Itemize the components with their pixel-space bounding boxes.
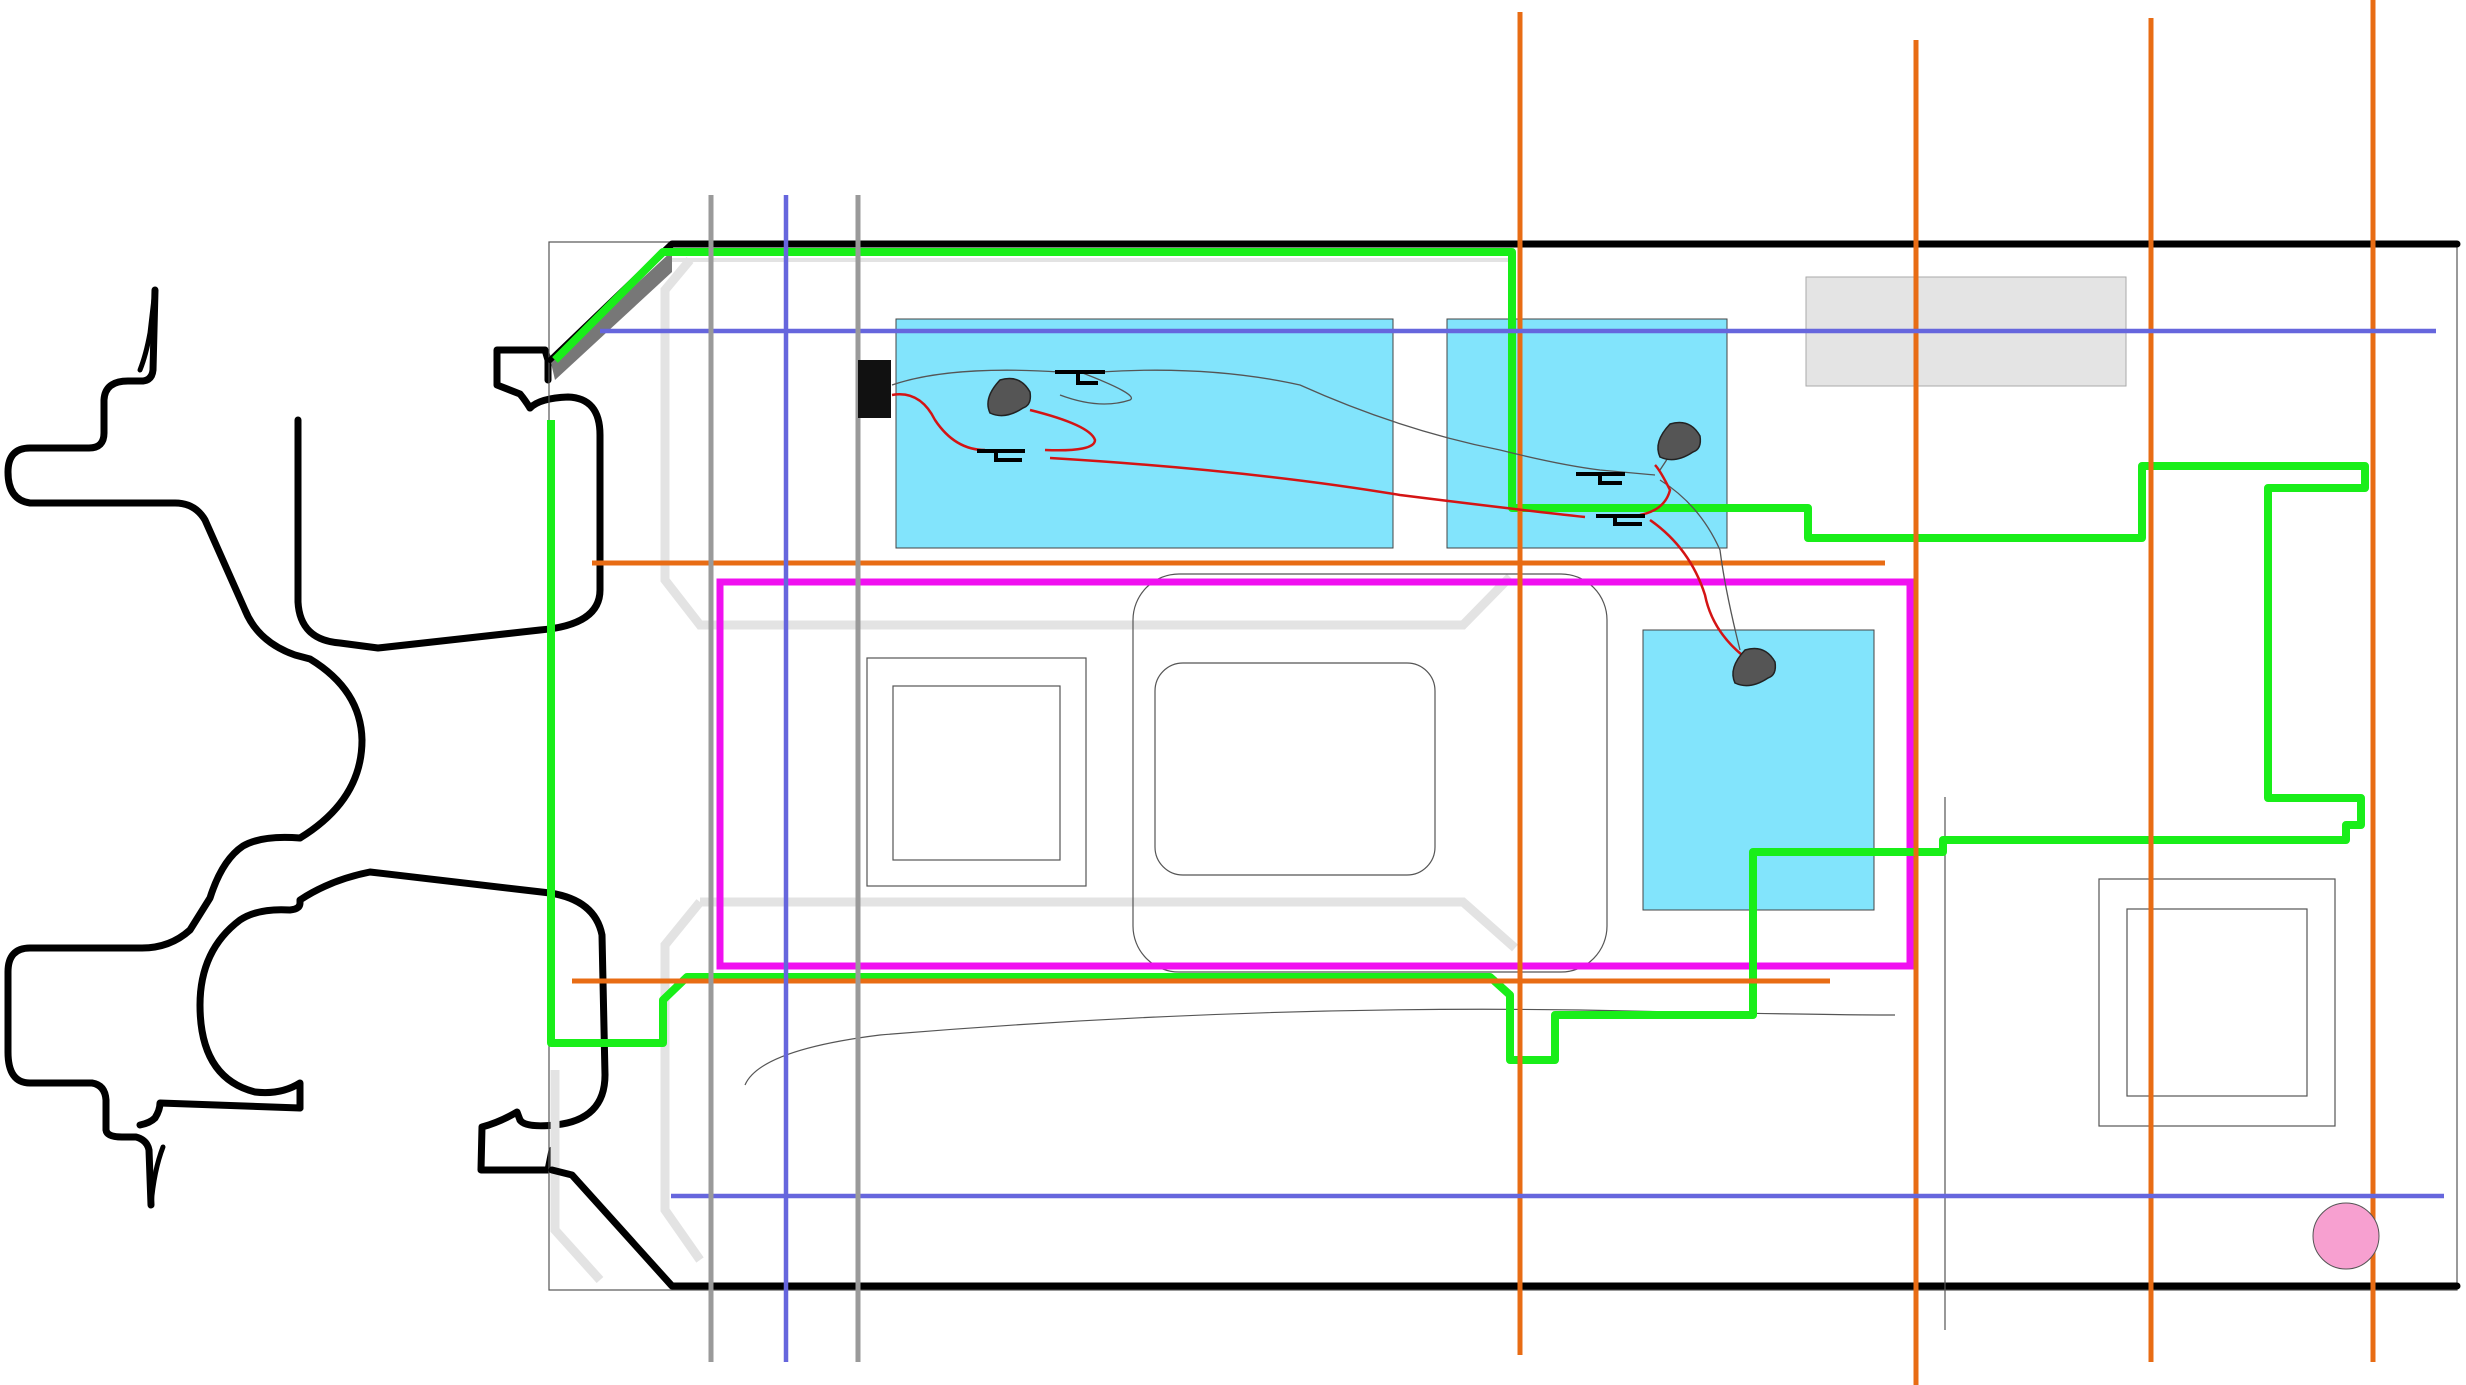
left-outline <box>4 286 609 1209</box>
right-square-outer <box>2098 878 2336 1127</box>
control-module-icon <box>858 360 891 418</box>
upper-wing-outline <box>4 286 366 842</box>
orange-lines <box>572 0 2376 1385</box>
inner-panels <box>744 573 2336 1330</box>
gray-wire <box>891 369 1741 651</box>
red-wire <box>891 393 1743 656</box>
lower-hook <box>477 1108 556 1174</box>
lower-sweep-line <box>744 1008 1896 1086</box>
sensor-pad-icon <box>987 377 1777 687</box>
upper-hook <box>493 346 552 412</box>
left-square-inner <box>892 685 1061 861</box>
center-rounded-inner <box>1154 662 1436 876</box>
green-route <box>547 248 2369 1064</box>
lower-spike <box>148 1144 166 1208</box>
interior-guide-lower <box>660 897 1518 1263</box>
pink-marker <box>2312 1202 2380 1270</box>
magenta-frame <box>716 578 1914 970</box>
left-square-outer <box>866 657 1087 887</box>
wiring <box>858 360 1777 687</box>
blue-lines <box>600 195 2444 1362</box>
bottom-edge <box>548 1166 2461 1290</box>
cyan-zone-left <box>895 318 1394 549</box>
upper-spike <box>137 287 158 373</box>
center-rounded-outer <box>1132 573 1608 973</box>
right-square-inner <box>2126 908 2308 1097</box>
upper-body-outline <box>294 393 604 652</box>
left-wall-guide <box>550 1070 604 1284</box>
inner-hook-lower <box>196 868 609 1130</box>
interior-guide-upper <box>660 257 1514 630</box>
lower-lobe-outline <box>136 1099 304 1129</box>
connector-plug-icon <box>977 370 1645 526</box>
top-bevel <box>551 251 672 380</box>
lower-wing-outline <box>4 833 304 1209</box>
